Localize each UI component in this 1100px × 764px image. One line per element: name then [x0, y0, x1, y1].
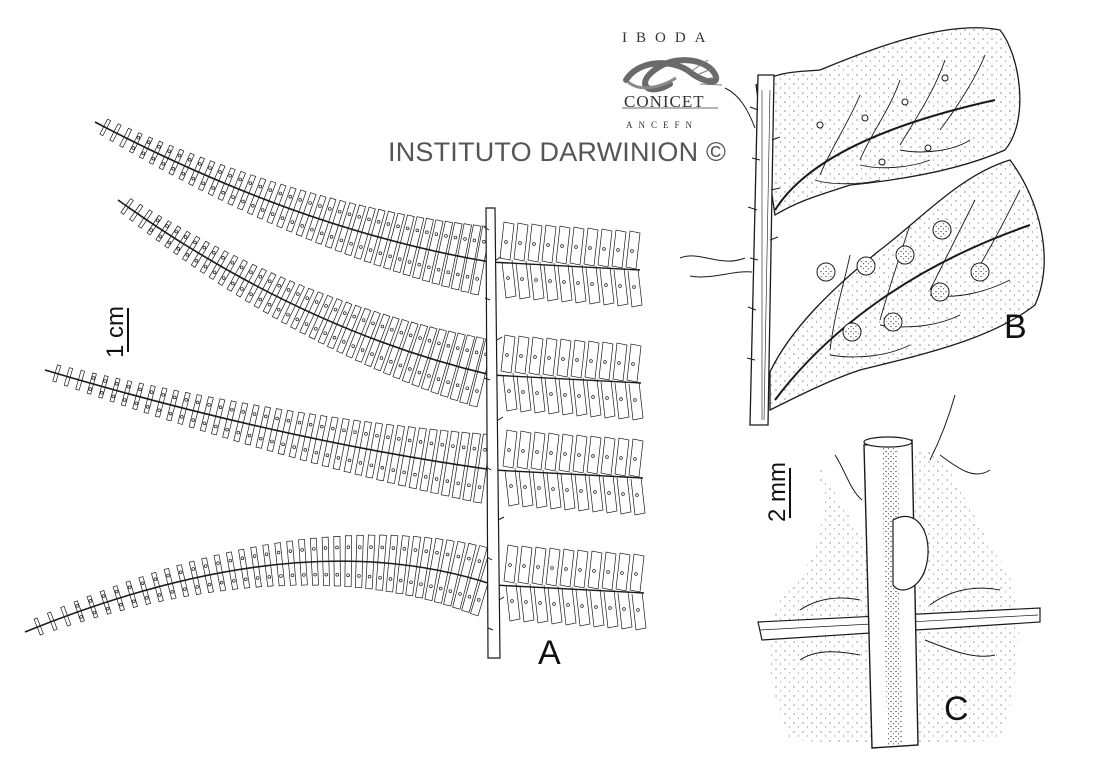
watermark-text: INSTITUTO DARWINION © [388, 137, 727, 167]
pinna [24, 534, 647, 636]
scale-label-1cm: 1 cm [102, 305, 129, 358]
panel-label-b: B [1004, 308, 1027, 346]
frond-drawing-a [24, 118, 647, 636]
logo-conicet-text: CONICET [624, 92, 705, 111]
panel-label-c: C [944, 690, 969, 728]
pinna [44, 364, 646, 516]
scale-label-2mm: 2 mm [764, 462, 791, 522]
iboda-wave-logo-icon [622, 57, 723, 109]
rachis-junction-detail-c [757, 394, 1041, 749]
pinna-detail-b [679, 27, 1045, 426]
logo-iboda-text: IBODA [622, 30, 715, 46]
panel-label-a: A [538, 634, 561, 672]
rachis-a [483, 207, 505, 659]
logo-ancefn-text: ANCEFN [626, 120, 699, 130]
pinna [117, 198, 644, 421]
pinna [94, 118, 643, 308]
